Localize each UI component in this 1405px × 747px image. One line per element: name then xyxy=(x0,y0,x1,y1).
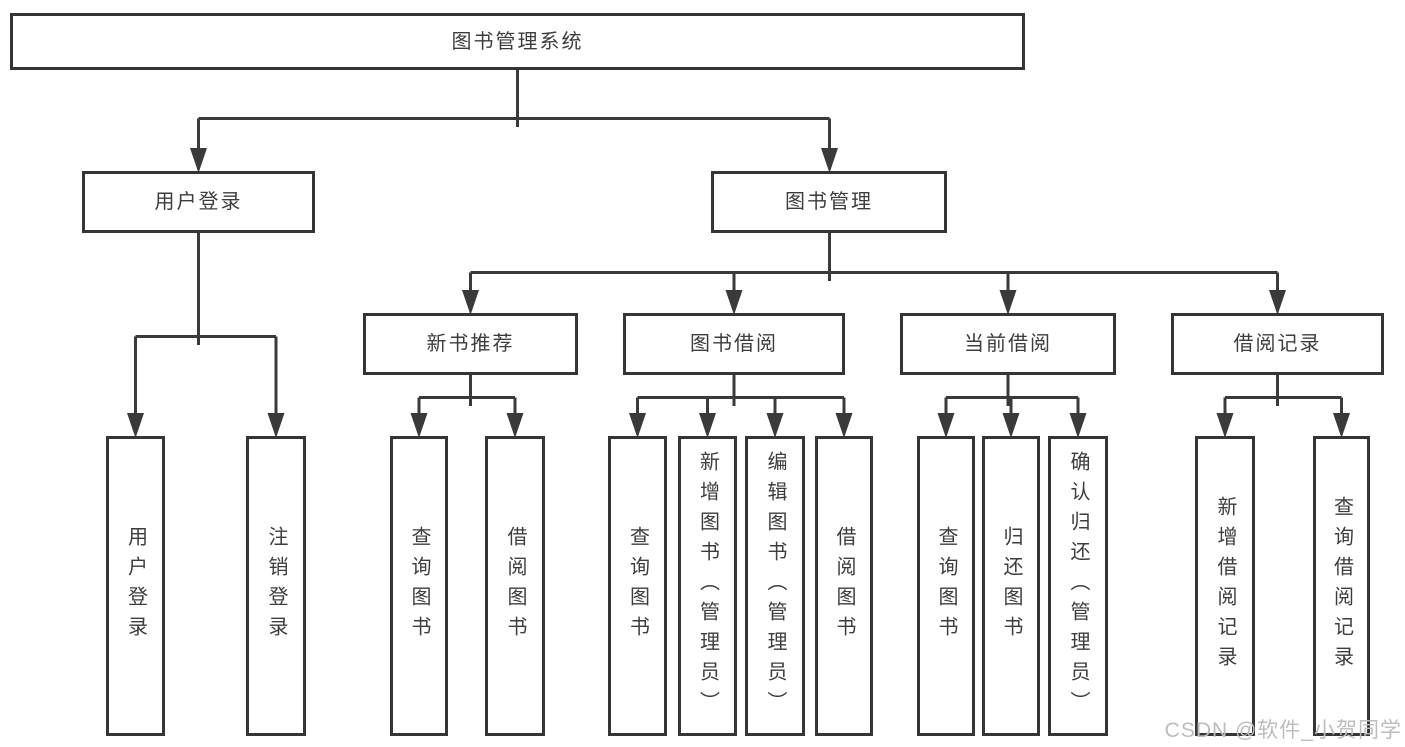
node-library-system-label: 图书管理系统 xyxy=(451,30,584,53)
node-library-system: 图书管理系统 xyxy=(10,13,1025,70)
node-book-management: 图书管理 xyxy=(711,171,947,233)
leaf-query-borrow-record: 查询借阅记录 xyxy=(1313,436,1370,736)
leaf-logout-label: 注销登录 xyxy=(265,526,287,646)
leaf-query-books-borrowing: 查询图书 xyxy=(608,436,667,736)
leaf-confirm-return-admin-label: 确认归还（管理员） xyxy=(1067,451,1089,721)
leaf-confirm-return-admin: 确认归还（管理员） xyxy=(1048,436,1108,736)
leaf-logout: 注销登录 xyxy=(246,436,306,736)
node-borrowing-records-label: 借阅记录 xyxy=(1233,333,1322,355)
leaf-borrow-books-recommend-label: 借阅图书 xyxy=(504,526,526,646)
node-new-book-recommend-label: 新书推荐 xyxy=(426,333,515,355)
leaf-return-books: 归还图书 xyxy=(982,436,1040,736)
node-book-borrowing: 图书借阅 xyxy=(623,313,845,375)
leaf-add-borrow-record: 新增借阅记录 xyxy=(1195,436,1255,736)
leaf-borrow-books: 借阅图书 xyxy=(815,436,873,736)
leaf-query-books-current: 查询图书 xyxy=(917,436,975,736)
leaf-query-books-recommend: 查询图书 xyxy=(390,436,448,736)
leaf-add-books-admin: 新增图书（管理员） xyxy=(678,436,737,736)
arrowhead-icons xyxy=(127,148,1350,438)
leaf-query-books-current-label: 查询图书 xyxy=(935,526,957,646)
leaf-query-books-borrowing-label: 查询图书 xyxy=(626,526,649,646)
node-current-borrowing-label: 当前借阅 xyxy=(964,333,1052,355)
node-new-book-recommend: 新书推荐 xyxy=(363,313,578,375)
node-current-borrowing: 当前借阅 xyxy=(900,313,1116,375)
leaf-query-books-recommend-label: 查询图书 xyxy=(408,526,430,646)
csdn-watermark: CSDN @软件_小贺同学 xyxy=(1164,719,1402,742)
leaf-borrow-books-recommend: 借阅图书 xyxy=(485,436,545,736)
leaf-user-login: 用户登录 xyxy=(106,436,165,736)
leaf-query-borrow-record-label: 查询借阅记录 xyxy=(1330,496,1353,676)
leaf-edit-books-admin-label: 编辑图书（管理员） xyxy=(764,451,786,721)
leaf-borrow-books-label: 借阅图书 xyxy=(833,526,855,646)
node-user-login: 用户登录 xyxy=(82,171,315,233)
leaf-edit-books-admin: 编辑图书（管理员） xyxy=(745,436,805,736)
node-book-borrowing-label: 图书借阅 xyxy=(690,333,778,355)
node-borrowing-records: 借阅记录 xyxy=(1171,313,1384,375)
node-book-management-label: 图书管理 xyxy=(785,191,873,213)
leaf-add-borrow-record-label: 新增借阅记录 xyxy=(1214,496,1236,676)
node-user-login-label: 用户登录 xyxy=(154,191,243,213)
leaf-user-login-label: 用户登录 xyxy=(124,526,147,646)
leaf-return-books-label: 归还图书 xyxy=(1000,526,1022,646)
leaf-add-books-admin-label: 新增图书（管理员） xyxy=(696,451,719,721)
